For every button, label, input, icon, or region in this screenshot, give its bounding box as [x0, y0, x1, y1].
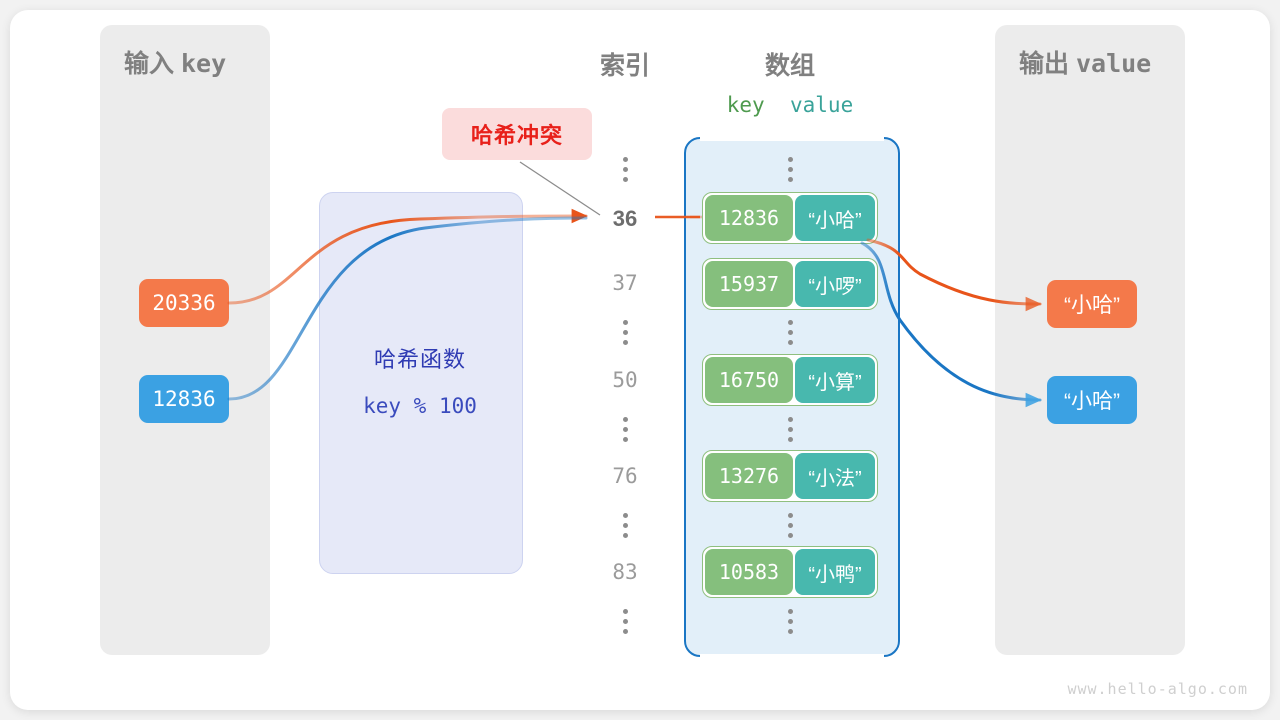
- output-panel-title-cn: 输出: [1019, 50, 1070, 78]
- array-ellipsis: [622, 320, 628, 345]
- hash-function-expression: key % 100: [363, 394, 477, 418]
- output-value-orange[interactable]: “小哈”: [1047, 280, 1137, 328]
- array-entry-50-value: “小算”: [795, 357, 875, 403]
- array-index-76: 76: [612, 464, 638, 488]
- hash-function-title: 哈希函数: [373, 347, 466, 372]
- hash-function-box: [319, 192, 523, 574]
- array-ellipsis: [787, 609, 793, 634]
- array-entry-83-value: “小鸭”: [795, 549, 875, 595]
- output-panel-title-value: value: [1075, 49, 1152, 78]
- array-entry-37[interactable]: 15937 “小啰”: [702, 258, 878, 310]
- array-index-83: 83: [612, 560, 638, 584]
- array-entry-50-key: 16750: [705, 357, 793, 403]
- array-ellipsis: [787, 417, 793, 442]
- array-entry-83[interactable]: 10583 “小鸭”: [702, 546, 878, 598]
- output-value-orange-label: “小哈”: [1064, 294, 1120, 317]
- array-entry-37-value: “小啰”: [795, 261, 875, 307]
- output-value-blue-label: “小哈”: [1064, 390, 1120, 413]
- output-panel-title: 输出 value: [1019, 44, 1151, 80]
- input-key-20336-label: 20336: [152, 291, 216, 315]
- array-ellipsis: [622, 513, 628, 538]
- array-entry-76-key: 13276: [705, 453, 793, 499]
- array-ellipsis: [622, 417, 628, 442]
- array-index-37: 37: [612, 271, 638, 295]
- key-value-heading: key value: [684, 93, 896, 117]
- array-entry-36-key: 12836: [705, 195, 793, 241]
- input-key-20336[interactable]: 20336: [139, 279, 229, 327]
- hash-collision-callout: 哈希冲突: [442, 108, 592, 160]
- value-heading-label: value: [790, 93, 854, 117]
- array-ellipsis: [787, 157, 793, 182]
- array-ellipsis: [787, 320, 793, 345]
- input-key-12836[interactable]: 12836: [139, 375, 229, 423]
- output-value-blue[interactable]: “小哈”: [1047, 376, 1137, 424]
- array-entry-37-key: 15937: [705, 261, 793, 307]
- array-ellipsis: [787, 513, 793, 538]
- watermark: www.hello-algo.com: [1067, 680, 1248, 698]
- array-entry-83-key: 10583: [705, 549, 793, 595]
- input-panel: [100, 25, 270, 655]
- array-entry-76[interactable]: 13276 “小法”: [702, 450, 878, 502]
- array-entry-36[interactable]: 12836 “小哈”: [702, 192, 878, 244]
- index-column-heading: 索引: [599, 52, 650, 80]
- output-panel: [995, 25, 1185, 655]
- input-panel-title-cn: 输入: [124, 50, 175, 78]
- key-heading-label: key: [726, 93, 765, 117]
- array-entry-76-value: “小法”: [795, 453, 875, 499]
- array-ellipsis: [622, 609, 628, 634]
- array-entry-50[interactable]: 16750 “小算”: [702, 354, 878, 406]
- array-entry-36-value: “小哈”: [795, 195, 875, 241]
- input-panel-title: 输入 key: [124, 44, 226, 80]
- input-key-12836-label: 12836: [152, 387, 216, 411]
- array-ellipsis: [622, 157, 628, 182]
- hash-collision-label: 哈希冲突: [470, 123, 563, 148]
- input-panel-title-key: key: [180, 49, 227, 78]
- array-index-50: 50: [612, 368, 638, 392]
- array-index-36: 36: [612, 206, 638, 231]
- array-heading: 数组: [764, 52, 815, 80]
